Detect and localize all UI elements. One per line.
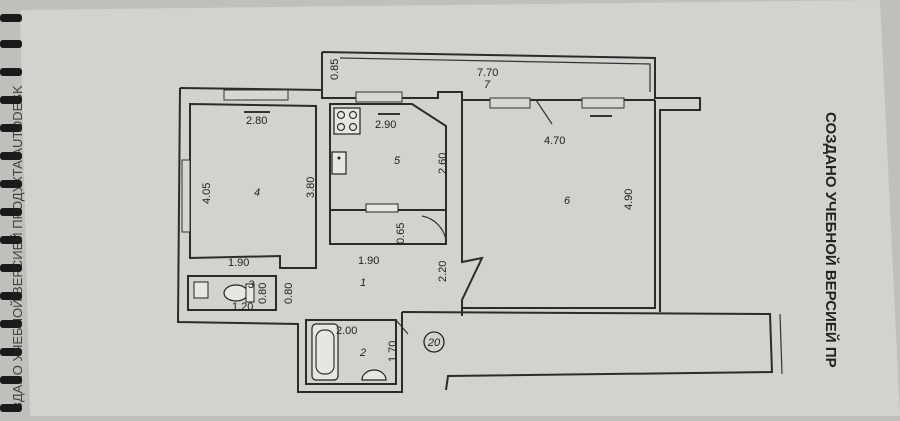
balcony-inner <box>339 57 651 92</box>
dim-room4-wall: 3.80 <box>305 177 317 198</box>
north-wall <box>179 87 655 101</box>
closet-shelf <box>365 203 399 213</box>
south-balcony <box>401 311 774 391</box>
toilet-icon <box>223 283 255 303</box>
dim-wc-width: 1.20 <box>232 301 253 313</box>
dim-room6-width: 4.70 <box>544 135 565 147</box>
kitchen-outline <box>329 103 447 211</box>
dim-bath-width: 2.00 <box>336 325 357 337</box>
dim-room6-depth: 4.90 <box>623 189 635 210</box>
binder-rings <box>0 14 22 412</box>
room-label-6: 6 <box>564 195 571 207</box>
dim-hall-width: 1.90 <box>358 255 379 267</box>
dim-bath-depth: 1.70 <box>387 341 399 362</box>
stove-icon <box>333 107 361 135</box>
sink-icon <box>331 151 347 175</box>
door-closet <box>421 210 447 241</box>
bath-sink-icon <box>361 369 387 381</box>
door-room6 <box>535 99 553 125</box>
dim-hall-depth: 2.20 <box>437 261 449 282</box>
window-kitchen <box>355 91 403 103</box>
wc-outline <box>187 275 277 311</box>
hall-east-wall <box>461 100 484 308</box>
south-balcony-edge <box>779 313 783 375</box>
closet-outline <box>329 209 447 245</box>
apartment-number: 20 <box>427 337 441 349</box>
dim-kitchen-width: 2.90 <box>375 119 396 131</box>
window-room4-west <box>181 159 191 233</box>
watermark-left: ЗДАНО УЧЕБНОЙ ВЕРСИЕЙ ПРОДУКТА AUTODESK <box>10 85 25 410</box>
bathtub-icon <box>311 323 339 381</box>
dim-closet-depth: 0.65 <box>395 223 407 244</box>
apartment-number-badge: 20 <box>423 331 445 353</box>
dim-room4-depth: 4.05 <box>201 183 213 204</box>
dim-room4-width: 2.80 <box>246 115 267 127</box>
room-label-1: 1 <box>360 277 366 289</box>
room-label-2: 2 <box>359 347 366 359</box>
window-room4 <box>223 89 289 101</box>
room-label-3: 3 <box>248 279 255 291</box>
dim-top-width: 7.70 <box>477 67 498 79</box>
wc-sink-icon <box>193 281 209 299</box>
balcony-wall <box>321 51 701 312</box>
room4-outline <box>189 102 317 269</box>
dim-wc-door: 0.80 <box>283 283 295 304</box>
dim-room4-bottom: 1.90 <box>228 257 249 269</box>
dim-kitchen-depth: 2.60 <box>437 153 449 174</box>
bath-outline <box>305 319 397 385</box>
window-room6-b <box>581 97 625 109</box>
room-label-4: 4 <box>254 187 260 199</box>
room-label-7: 7 <box>484 79 491 91</box>
paper-sheet <box>20 0 900 416</box>
watermark-right: СОЗДАНО УЧЕБНОЙ ВЕРСИЕЙ ПР <box>822 112 840 368</box>
west-south-wall <box>176 87 403 393</box>
dim-wc-depth: 0.80 <box>257 283 269 304</box>
door-bath <box>395 319 409 335</box>
room-label-5: 5 <box>394 155 401 167</box>
window-room6-a <box>489 97 531 109</box>
dim-top-balcony: 0.85 <box>329 59 341 80</box>
